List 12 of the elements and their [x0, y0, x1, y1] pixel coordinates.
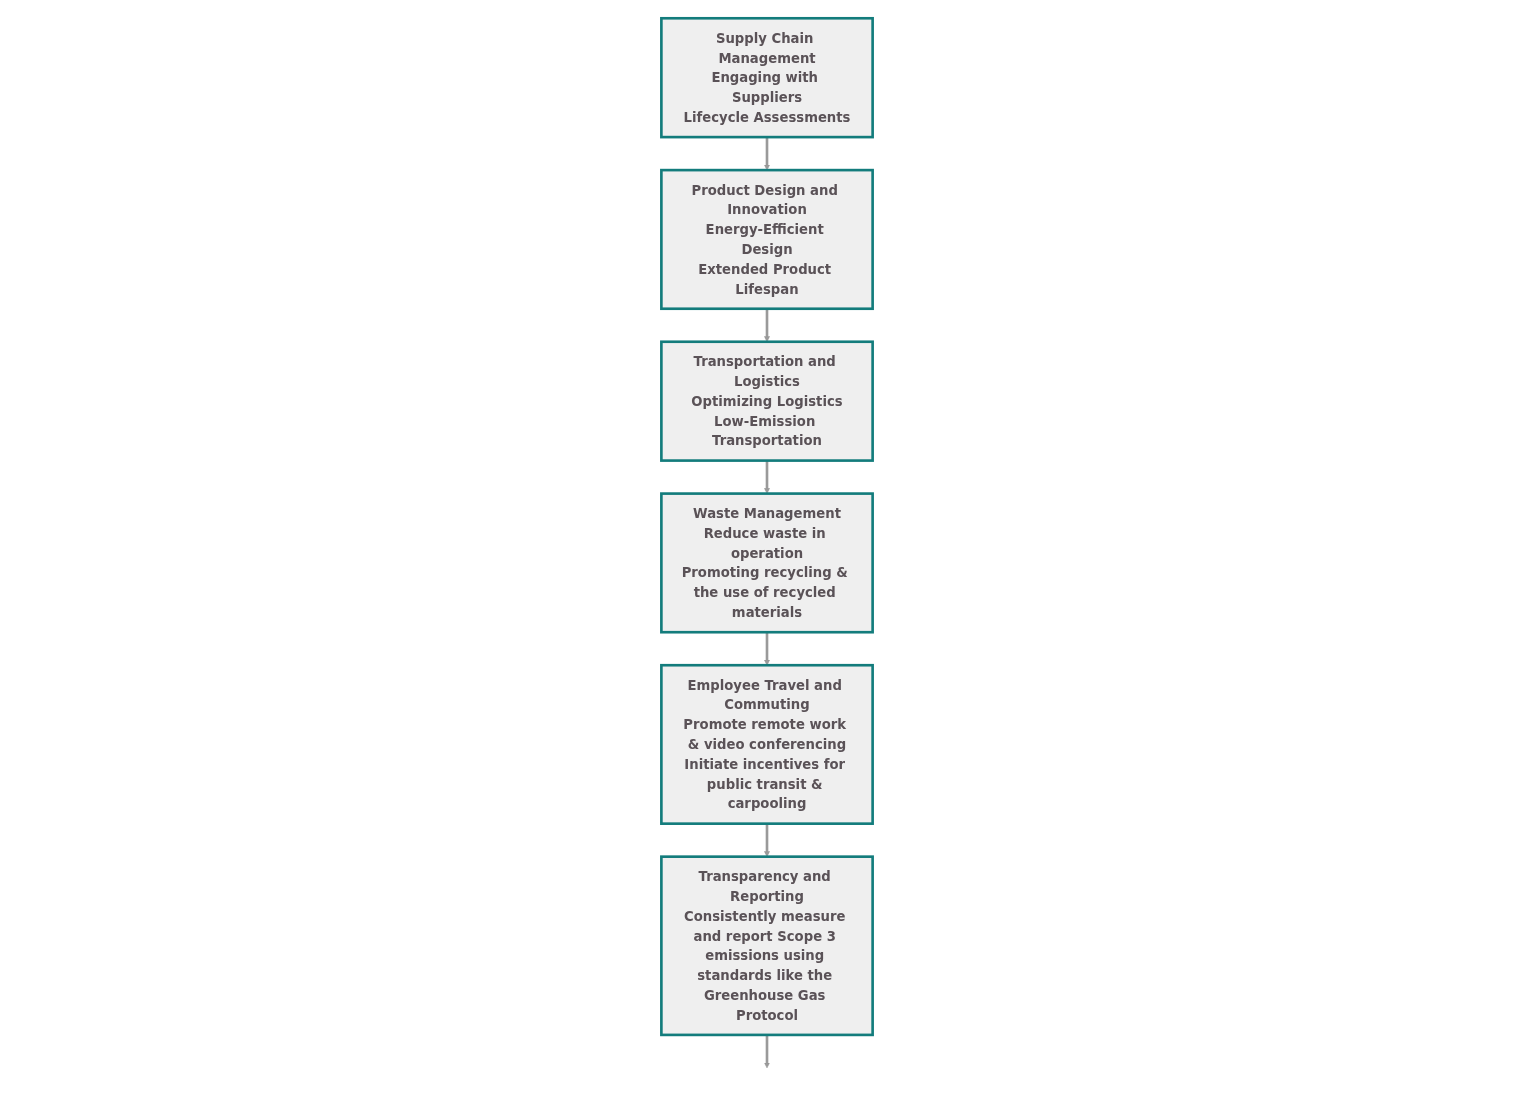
- arrow: [764, 823, 770, 857]
- node-box: Transportation and Logistics Optimizing Logistics Low-Emission Transportation: [660, 339, 874, 462]
- node-box: Transparency and Reporting Consistently measure and report Scope 3 emissions using standards like the Greenhouse Gas Protocol: [660, 854, 874, 1036]
- arrow: [764, 308, 770, 342]
- node-box: Employee Travel and Commuting Promote remote work & video conferencing Initiate incentives for public transit & carpooling: [660, 663, 874, 825]
- node-box: Waste Management Reduce waste in operation Promoting recycling & the use of recycled materials: [660, 491, 874, 634]
- arrow: [764, 136, 770, 170]
- arrow: [764, 631, 770, 665]
- arrow: [764, 460, 770, 494]
- arrow: [764, 1034, 770, 1068]
- node-box: Supply Chain Management Engaging with Suppliers Lifecycle Assessments: [660, 16, 874, 138]
- node-box: Product Design and Innovation Energy-Efficient Design Extended Product Lifespan: [660, 168, 874, 310]
